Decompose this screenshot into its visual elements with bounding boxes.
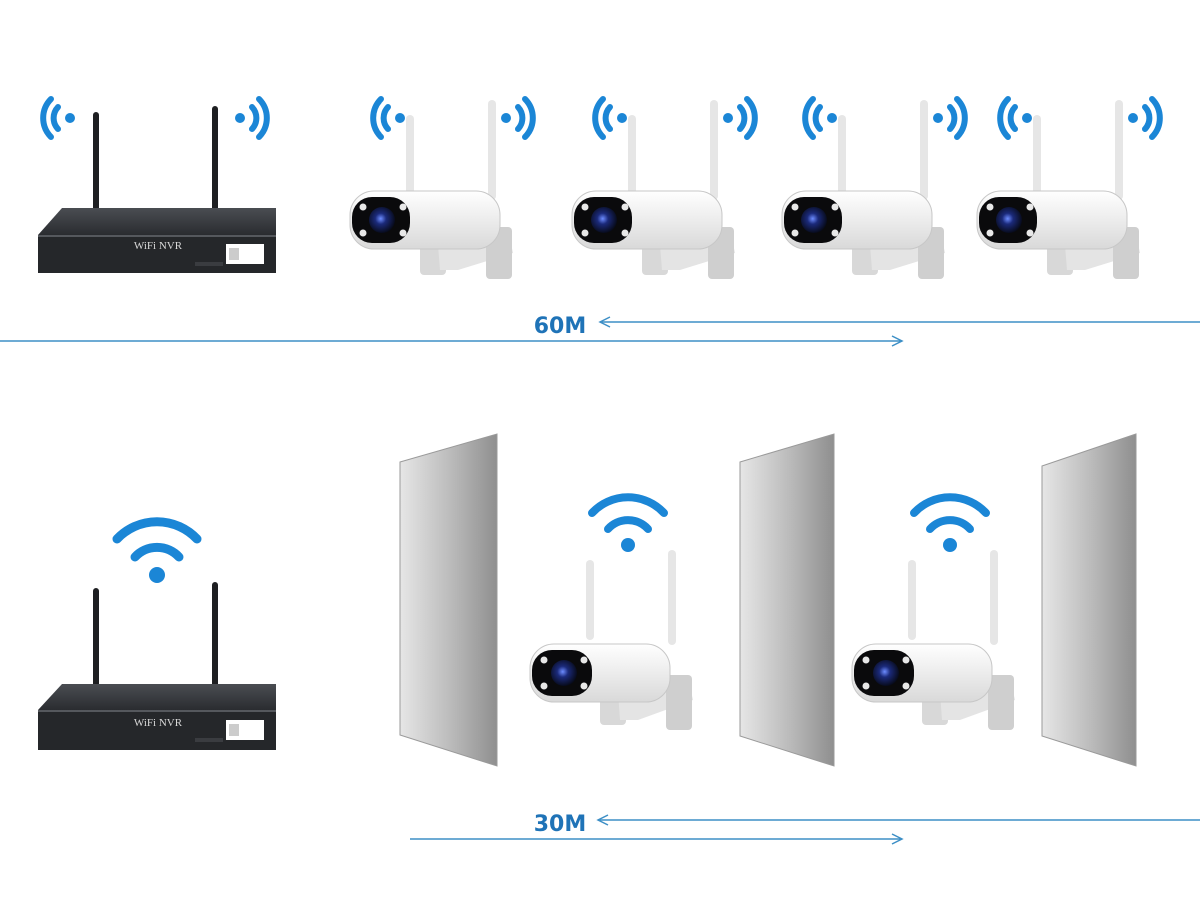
nvr-label: WiFi NVR [134,717,183,729]
wifi-signal-icon [910,493,990,552]
row-through-walls: WiFi NVR [38,433,1200,845]
wifi-signal-icon [933,96,968,140]
distance-label: 60M [534,314,587,339]
camera-device [781,96,968,279]
camera-device [851,493,1015,730]
wifi-signal-icon [1128,96,1163,140]
row-open-range: WiFi NVR [0,96,1200,347]
wifi-signal-icon [592,96,627,140]
wifi-signal-icon [588,493,668,552]
wifi-signal-icon [802,96,837,140]
wifi-signal-icon [501,96,536,140]
nvr-label: WiFi NVR [134,240,183,252]
camera-device [349,96,536,279]
wifi-signal-icon [112,517,202,583]
wall-obstacle [1041,433,1137,767]
nvr-device: WiFi NVR [38,582,276,750]
nvr-device: WiFi NVR [38,106,276,273]
wifi-signal-icon [40,96,75,140]
wifi-signal-icon [997,96,1032,140]
wifi-signal-icon [723,96,758,140]
camera-device [529,493,693,730]
wall-obstacle [739,433,835,767]
wifi-signal-icon [235,96,270,140]
wifi-signal-icon [370,96,405,140]
distance-arrows [410,814,1200,845]
distance-label: 30M [534,812,587,837]
wall-obstacle [399,433,498,767]
camera-device [976,96,1163,279]
camera-device [571,96,758,279]
distance-arrows [0,316,1200,347]
